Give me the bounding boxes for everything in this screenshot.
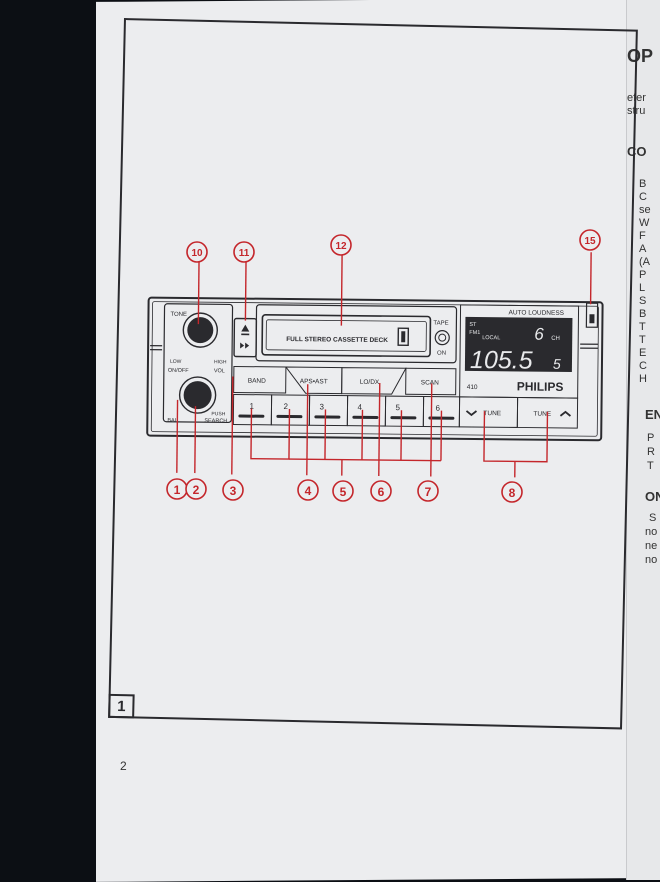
svg-text:6: 6 (378, 485, 385, 499)
callout-badge-12: 12 (331, 235, 351, 255)
callout-badge-11: 11 (234, 242, 254, 262)
callout-badge-8: 8 (502, 482, 522, 502)
lcd-suffix: 5 (553, 356, 561, 372)
callout-badge-1: 1 (167, 479, 187, 499)
callout-badge-15: 15 (580, 230, 600, 250)
preset-button-5[interactable] (385, 396, 423, 426)
lcd-frequency: 105.5 (470, 346, 533, 375)
svg-text:1: 1 (174, 483, 181, 497)
aps-ast-label: APS•AST (300, 378, 328, 385)
svg-text:4: 4 (305, 484, 312, 498)
low-label: LOW (170, 359, 182, 365)
svg-text:7: 7 (425, 485, 432, 499)
tone-label: TONE (170, 312, 187, 318)
chevron-up-icon (560, 412, 570, 416)
callout-badge-2: 2 (186, 479, 206, 499)
eject-icon-bar (241, 334, 249, 336)
auto-loudness-label: AUTO LOUDNESS (508, 309, 564, 317)
band-label: BAND (248, 378, 266, 385)
tape-on-label: ON (437, 351, 446, 357)
preset-label-3: 3 (319, 402, 324, 411)
tape-indicator-inner (439, 334, 446, 341)
preset-bar (352, 416, 378, 419)
callout-badge-3: 3 (223, 480, 243, 500)
tape-label: TAPE (433, 321, 448, 327)
bal-label: BAL (167, 418, 177, 424)
callout-badge-4: 4 (298, 480, 318, 500)
svg-text:10: 10 (191, 248, 203, 259)
search-label: SEARCH (204, 418, 227, 424)
preset-label-6: 6 (435, 404, 440, 413)
right-switch-lever (589, 314, 594, 323)
svg-text:5: 5 (340, 485, 347, 499)
volume-knob[interactable] (183, 381, 211, 409)
lcd-local: LOCAL (482, 335, 500, 341)
eject-ff-panel (234, 318, 256, 356)
chevron-down-icon (466, 411, 476, 415)
lcd-ch-unit: CH (551, 336, 560, 342)
svg-text:11: 11 (239, 248, 250, 259)
push-label: PUSH (211, 411, 225, 417)
tone-knob[interactable] (187, 317, 213, 343)
preset-bar (390, 416, 416, 419)
fast-forward-icon[interactable] (240, 343, 244, 349)
svg-text:12: 12 (335, 241, 347, 252)
svg-text:15: 15 (584, 236, 596, 247)
model-label: 410 (467, 384, 478, 391)
cassette-label: FULL STEREO CASSETTE DECK (286, 336, 388, 344)
lcd-st: ST (469, 322, 477, 328)
lcd-channel: 6 (534, 325, 544, 344)
svg-text:8: 8 (509, 486, 516, 500)
fast-forward-icon-2 (245, 343, 249, 349)
lcd-fm1: FM1 (469, 330, 480, 336)
tune-down-label: TUNE (483, 410, 501, 417)
callout-badge-10: 10 (187, 242, 207, 262)
callout-badge-6: 6 (371, 481, 391, 501)
callout-badge-5: 5 (333, 481, 353, 501)
onoff-label: ON/OFF (168, 368, 189, 374)
preset-button-2[interactable] (271, 395, 309, 425)
vol-label: VOL (214, 368, 225, 374)
preset-button-3[interactable] (309, 395, 347, 425)
tape-indicator (435, 331, 449, 345)
tune-up-label: TUNE (533, 411, 551, 418)
preset-label-5: 5 (395, 403, 400, 412)
callout-badge-7: 7 (418, 481, 438, 501)
scan-label: SCAN (421, 379, 439, 386)
eject-icon[interactable] (241, 325, 249, 332)
lodx-label: LO/DX (360, 379, 380, 386)
brand-logo: PHILIPS (517, 379, 564, 393)
tape-window-fill (401, 331, 405, 342)
preset-bar (314, 415, 340, 418)
high-label: HIGH (214, 359, 227, 365)
preset-label-2: 2 (283, 402, 288, 411)
svg-text:2: 2 (193, 483, 200, 497)
svg-text:3: 3 (230, 484, 237, 498)
